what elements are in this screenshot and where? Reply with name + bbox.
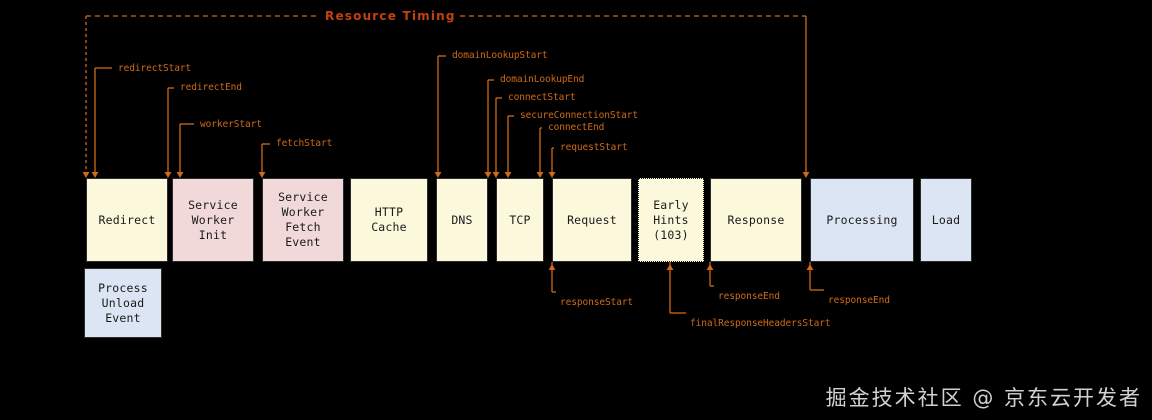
timing-mark-secureconnectionstart: secureConnectionStart bbox=[520, 110, 639, 121]
phase-box-redirect: Redirect bbox=[86, 178, 168, 262]
phase-box-early-hints-103: Early Hints (103) bbox=[638, 178, 704, 262]
phase-box-load: Load bbox=[920, 178, 972, 262]
timing-mark-domainlookupend: domainLookupEnd bbox=[500, 74, 585, 85]
timing-mark-finalresponseheadersstart: finalResponseHeadersStart bbox=[690, 318, 831, 329]
phase-box-processing: Processing bbox=[810, 178, 914, 262]
phase-box-dns: DNS bbox=[436, 178, 488, 262]
timing-mark-responseend: responseEnd bbox=[828, 295, 890, 306]
timing-mark-workerstart: workerStart bbox=[200, 119, 262, 130]
timing-mark-domainlookupstart: domainLookupStart bbox=[452, 50, 548, 61]
timing-mark-redirectend: redirectEnd bbox=[180, 82, 242, 93]
watermark-text: 掘金技术社区 @ 京东云开发者 bbox=[825, 386, 1142, 410]
phase-box-http-cache: HTTP Cache bbox=[350, 178, 428, 262]
timing-mark-responsestart: responseStart bbox=[560, 297, 634, 308]
timing-mark-redirectstart: redirectStart bbox=[118, 63, 192, 74]
phase-box-service-worker-init: Service Worker Init bbox=[172, 178, 254, 262]
phase-box-process-unload-event: Process Unload Event bbox=[84, 268, 162, 338]
diagram-title: Resource Timing bbox=[325, 9, 456, 23]
phase-box-response: Response bbox=[710, 178, 802, 262]
timing-mark-requeststart: requestStart bbox=[560, 142, 628, 153]
timing-mark-responseend: responseEnd bbox=[718, 291, 780, 302]
phase-box-request: Request bbox=[552, 178, 632, 262]
timing-mark-connectend: connectEnd bbox=[548, 122, 605, 133]
phase-box-tcp: TCP bbox=[496, 178, 544, 262]
timing-mark-connectstart: connectStart bbox=[508, 92, 576, 103]
phase-box-service-worker-fetch-event: Service Worker Fetch Event bbox=[262, 178, 344, 262]
timing-mark-fetchstart: fetchStart bbox=[276, 138, 333, 149]
